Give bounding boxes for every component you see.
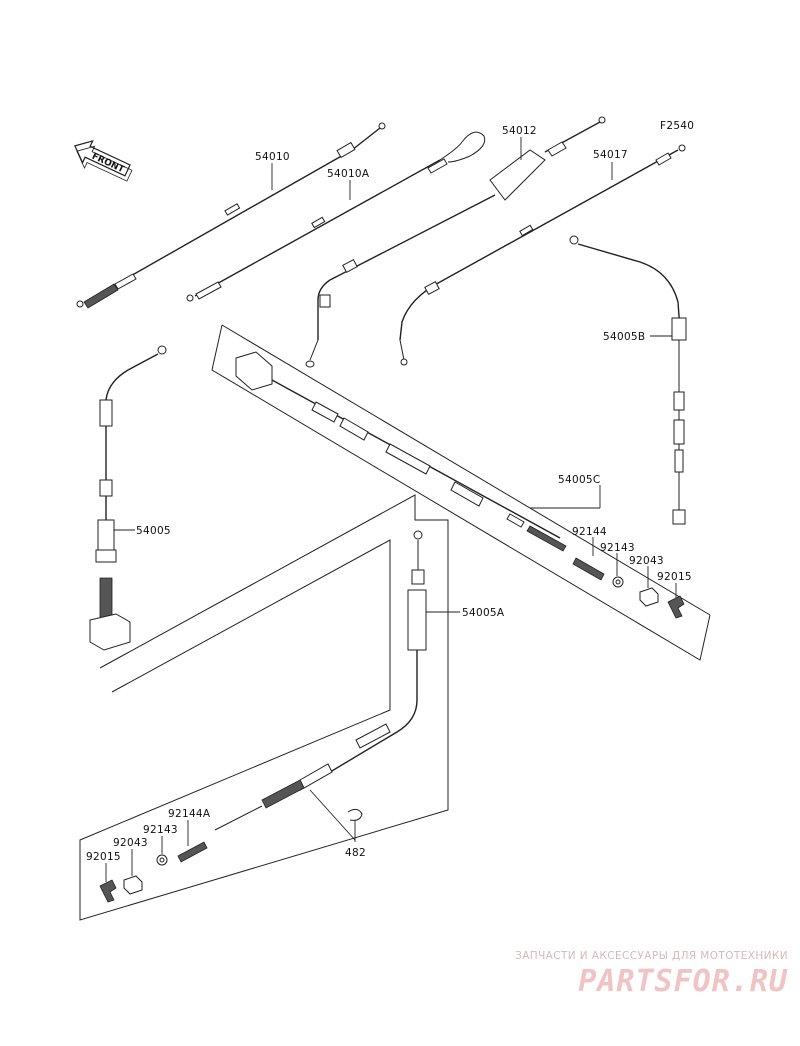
watermark-text: ЗАПЧАСТИ И АКСЕССУАРЫ ДЛЯ МОТОТЕХНИКИ: [515, 950, 788, 962]
spring-92144A: [177, 841, 208, 863]
collar-92043: [639, 587, 659, 607]
label-92043: 92043: [629, 555, 664, 567]
label-54005C: 54005C: [558, 474, 601, 486]
cable-54010A: [186, 131, 486, 302]
cable-54017: [399, 144, 686, 366]
cable-54005C: [235, 351, 567, 552]
label-92144: 92144: [572, 526, 607, 538]
label-54010A: 54010A: [327, 168, 370, 180]
label-92015-b: 92015: [86, 851, 121, 863]
cable-54005: [89, 345, 167, 651]
label-54017: 54017: [593, 149, 628, 161]
watermark: ЗАПЧАСТИ И АКСЕССУАРЫ ДЛЯ МОТОТЕХНИКИ PA…: [488, 950, 788, 999]
label-92144A: 92144A: [168, 808, 211, 820]
figure-code: F2540: [660, 120, 694, 132]
nut-92143-b: [156, 854, 168, 866]
label-54005A: 54005A: [462, 607, 505, 619]
label-54005B: 54005B: [603, 331, 645, 343]
label-92143: 92143: [600, 542, 635, 554]
label-92015: 92015: [657, 571, 692, 583]
collar-92043-b: [123, 875, 143, 895]
cable-54005B: [569, 235, 687, 525]
clip-92015-b: [99, 879, 117, 903]
cable-54010: [76, 122, 386, 309]
label-54005: 54005: [136, 525, 171, 537]
label-92143-b: 92143: [143, 824, 178, 836]
watermark-logo: PARTSFOR.RU: [578, 964, 788, 999]
assembly-box-54005A: [79, 494, 449, 921]
clip-482: [347, 808, 363, 821]
cable-54012: [305, 116, 606, 368]
clip-92015: [667, 595, 685, 619]
spring-92144: [572, 557, 605, 581]
nut-92143: [612, 576, 624, 588]
front-arrow-icon: FRONT: [74, 139, 133, 182]
label-54012: 54012: [502, 125, 537, 137]
label-482: 482: [345, 847, 366, 859]
cable-54005A: [214, 530, 427, 831]
assembly-box-54005C: [211, 324, 711, 661]
label-92043-b: 92043: [113, 837, 148, 849]
label-54010: 54010: [255, 151, 290, 163]
